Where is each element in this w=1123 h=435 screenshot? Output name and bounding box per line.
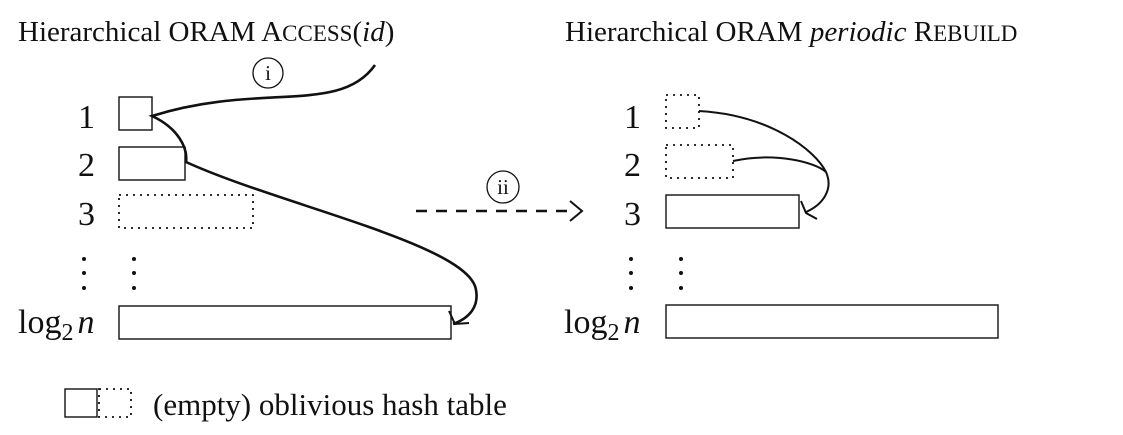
step-marker-i-circle bbox=[252, 57, 284, 89]
level-ellipsis bbox=[82, 257, 86, 290]
level-ellipsis bbox=[629, 257, 633, 290]
empty-hash-table-level-2 bbox=[665, 144, 734, 179]
transition-arrowhead bbox=[569, 200, 584, 222]
step-marker-ii-circle bbox=[486, 170, 520, 204]
legend-text: (empty) oblivious hash table bbox=[153, 387, 507, 422]
access-arrowhead bbox=[448, 310, 470, 326]
rebuild-transition: ii bbox=[416, 170, 584, 222]
hash-table-level-log2n bbox=[665, 304, 999, 339]
level-label-1: 1 bbox=[78, 99, 95, 136]
right-panel: Hierarchical ORAM periodic REBUILD 1 2 3… bbox=[564, 16, 1017, 346]
level-label-2: 2 bbox=[78, 147, 95, 184]
level-label-3: 3 bbox=[624, 196, 641, 233]
legend-full-table-icon bbox=[64, 388, 98, 418]
table-ellipsis bbox=[679, 257, 683, 290]
empty-hash-table-level-1 bbox=[665, 94, 700, 129]
left-panel-title: Hierarchical ORAM ACCESS(id) bbox=[18, 16, 394, 48]
hash-table-level-3 bbox=[665, 194, 800, 229]
merge-curve-level-2 bbox=[732, 156, 827, 173]
merge-curve-level-1 bbox=[698, 110, 830, 213]
legend-empty-table-icon bbox=[98, 388, 132, 418]
access-path-curve bbox=[148, 64, 478, 326]
merge-arrowhead bbox=[800, 200, 818, 220]
level-label-1: 1 bbox=[624, 99, 641, 136]
step-marker-i: i bbox=[265, 61, 271, 85]
hash-table-level-log2n bbox=[118, 305, 452, 340]
hash-table-level-1 bbox=[118, 96, 153, 131]
table-ellipsis bbox=[132, 257, 136, 290]
legend: (empty) oblivious hash table bbox=[64, 387, 507, 422]
step-marker-ii: ii bbox=[497, 175, 509, 199]
level-label-3: 3 bbox=[78, 196, 95, 233]
empty-hash-table-level-3 bbox=[118, 194, 254, 229]
right-panel-title: Hierarchical ORAM periodic REBUILD bbox=[565, 16, 1017, 48]
level-label-2: 2 bbox=[624, 147, 641, 184]
hash-table-level-2 bbox=[118, 146, 186, 181]
